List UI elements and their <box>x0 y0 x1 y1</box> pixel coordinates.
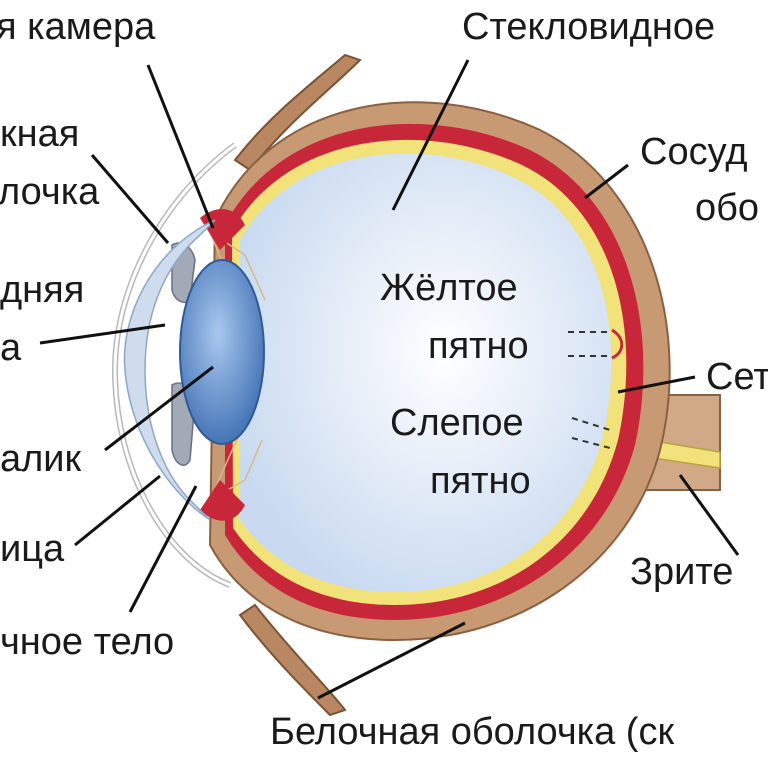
macula-notch <box>611 328 624 360</box>
label-sclera: Белочная оболочка (ск <box>270 711 675 753</box>
label-ciliary-body: чное тело <box>0 621 175 663</box>
ciliary-upper <box>200 208 245 250</box>
label-optic-nerve: Зрите <box>630 551 734 593</box>
label-retina: Сет <box>706 356 768 398</box>
label-cornea-2: лочка <box>0 171 100 213</box>
label-posterior-1: дняя <box>0 269 85 311</box>
lens-shape <box>179 259 265 445</box>
label-vascular-1: Сосуд <box>640 131 748 173</box>
label-cornea-1: кная <box>0 113 80 155</box>
vitreous-shape <box>240 153 612 593</box>
label-posterior-2: а <box>0 327 22 369</box>
lower-muscle <box>238 603 347 717</box>
label-iris: ица <box>0 528 65 570</box>
label-macula-1: Жёлтое <box>380 267 518 309</box>
leader-lines <box>39 59 740 700</box>
macula-dash <box>568 331 612 357</box>
label-blind-spot-1: Слепое <box>390 402 524 444</box>
label-lens: алик <box>0 438 82 480</box>
ciliary-lower <box>200 480 245 521</box>
upper-muscle <box>233 53 362 172</box>
label-anterior-chamber: я камера <box>0 6 156 48</box>
label-macula-2: пятно <box>428 325 529 367</box>
cornea-inner <box>113 143 236 587</box>
label-blind-spot-2: пятно <box>430 460 531 502</box>
label-vascular-2: обо <box>695 187 760 229</box>
anterior-chamber-shape <box>123 219 216 521</box>
label-vitreous: Стекловидное <box>462 6 716 48</box>
blind-spot-dash <box>571 417 611 449</box>
